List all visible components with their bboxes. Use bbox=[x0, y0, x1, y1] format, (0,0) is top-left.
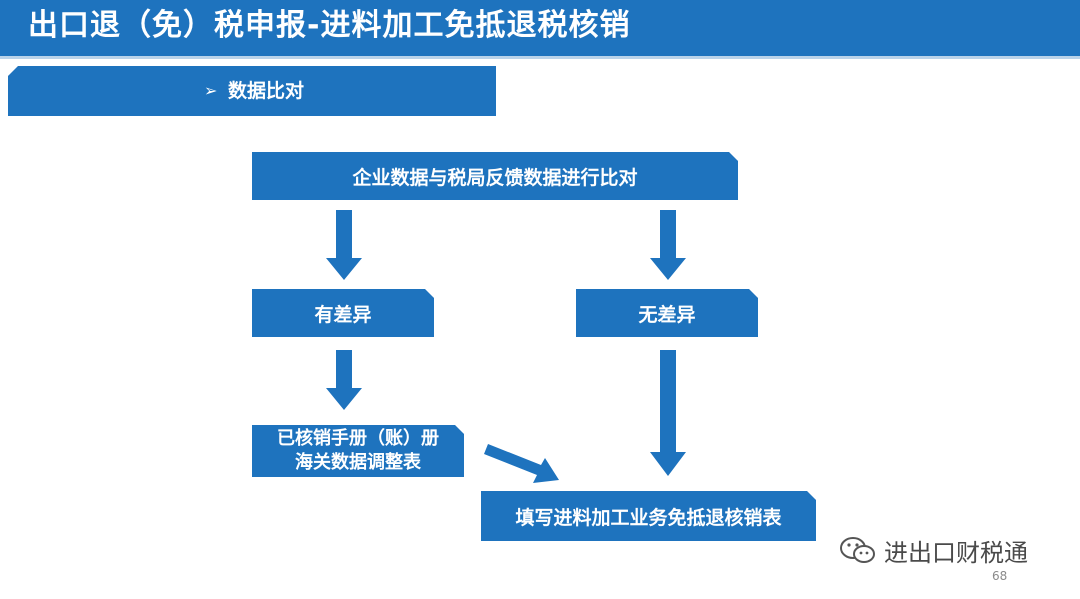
page-title: 出口退（免）税申报-进料加工免抵退税核销 bbox=[28, 8, 631, 43]
compare-step-label: 企业数据与税局反馈数据进行比对 bbox=[352, 166, 638, 189]
arrow-compare-to-diff bbox=[326, 210, 362, 280]
arrow-compare-to-nodiff bbox=[650, 210, 686, 280]
bullet-arrow-icon: ➢ bbox=[204, 81, 218, 100]
arrow-adjust-to-fill bbox=[484, 444, 559, 483]
arrow-diff-to-adjust bbox=[326, 350, 362, 410]
adjust-table-box: 已核销手册（账）册 海关数据调整表 bbox=[252, 425, 464, 477]
title-underline bbox=[0, 56, 1080, 59]
wechat-icon bbox=[840, 536, 875, 563]
compare-step-box: 企业数据与税局反馈数据进行比对 bbox=[252, 152, 738, 200]
fill-form-label: 填写进料加工业务免抵退核销表 bbox=[515, 506, 782, 529]
no-diff-label: 无差异 bbox=[638, 303, 696, 326]
page-number: 68 bbox=[992, 569, 1008, 583]
section-label: 数据比对 bbox=[228, 80, 305, 102]
watermark: 进出口财税通 bbox=[838, 533, 1028, 568]
fill-form-box: 填写进料加工业务免抵退核销表 bbox=[481, 491, 816, 541]
adjust-table-label: 已核销手册（账）册 海关数据调整表 bbox=[277, 428, 439, 473]
section-tab: ➢ 数据比对 bbox=[8, 66, 496, 116]
arrow-nodiff-to-fill bbox=[650, 350, 686, 476]
watermark-text: 进出口财税通 bbox=[884, 539, 1028, 567]
has-diff-box: 有差异 bbox=[252, 289, 434, 337]
title-bar: 出口退（免）税申报-进料加工免抵退税核销 bbox=[0, 0, 1080, 56]
has-diff-label: 有差异 bbox=[314, 303, 372, 326]
no-diff-box: 无差异 bbox=[576, 289, 758, 337]
